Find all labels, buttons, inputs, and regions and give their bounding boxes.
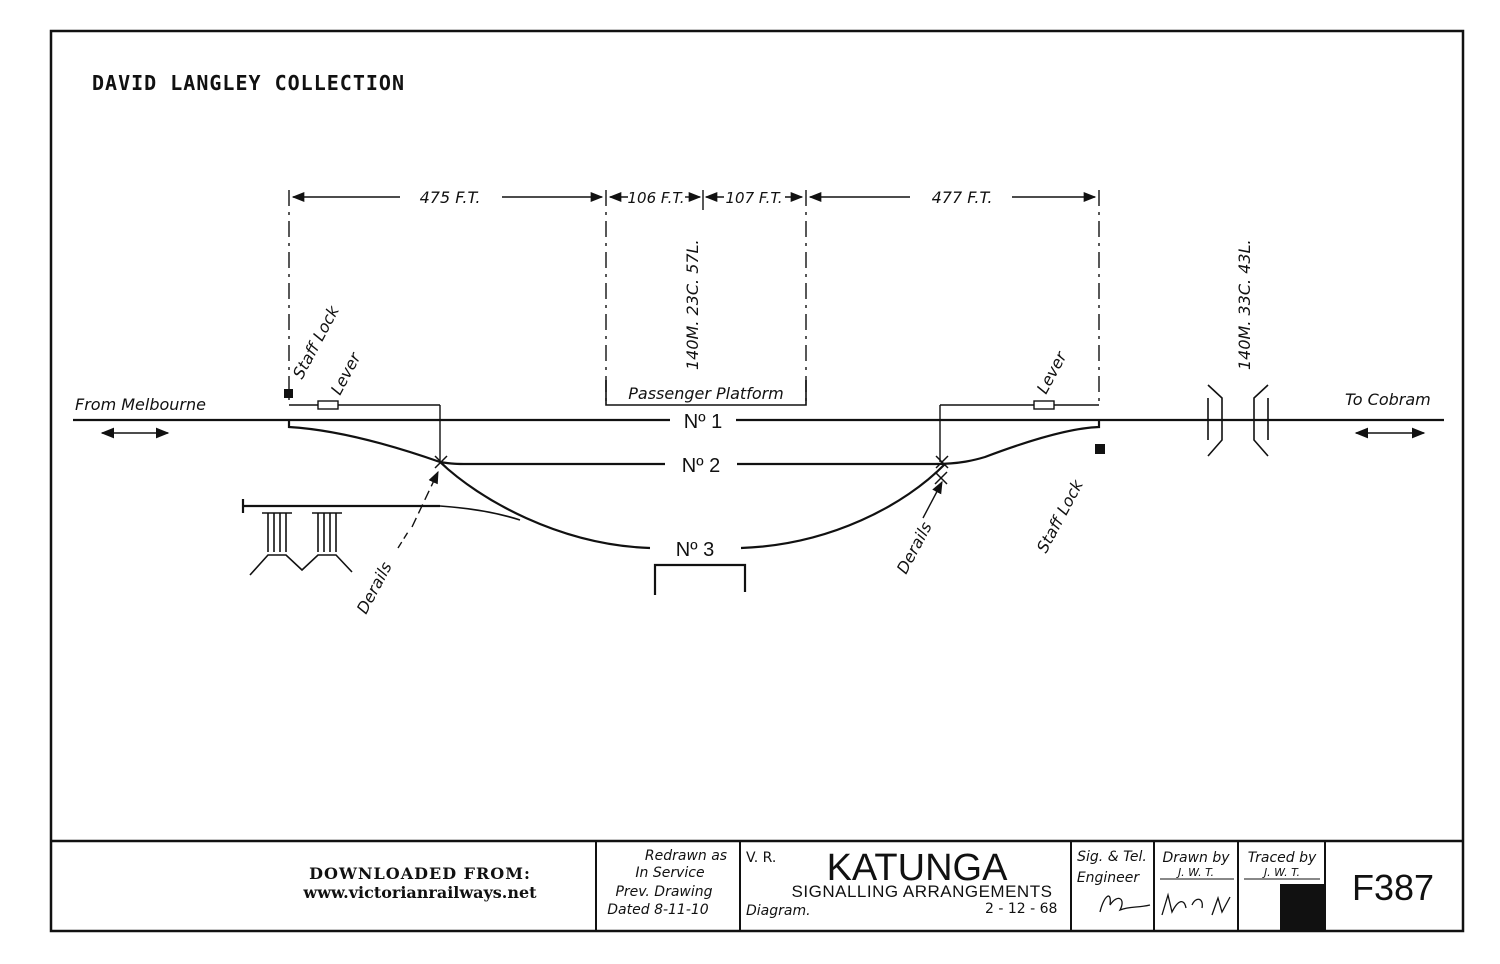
redrawn-line-1: Redrawn as (645, 848, 727, 864)
railway-initials: V. R. (746, 850, 776, 866)
derails-east-label: Derails (893, 519, 936, 577)
station-name: KATUNGA (827, 847, 1009, 889)
engineer-line-2: Engineer (1077, 870, 1141, 886)
lever-rodding (289, 400, 1099, 462)
drawing-date: 2 - 12 - 68 (985, 901, 1057, 917)
diagram-word: Diagram. (746, 903, 811, 919)
derails-west-label: Derails (353, 559, 396, 617)
level-crossing-gates (1207, 384, 1269, 457)
dimension-lines (288, 190, 1100, 405)
staff-lock-east (1095, 444, 1105, 454)
to-cobram-label: To Cobram (1345, 390, 1431, 409)
downloaded-url: www.victorianrailways.net (302, 883, 537, 902)
drawing-number: F387 (1352, 867, 1434, 908)
road-no2: Nº 2 (682, 455, 720, 477)
lever-west-label: Lever (327, 348, 365, 398)
traced-by-initials: J. W. T. (1262, 866, 1300, 879)
platform-label: Passenger Platform (628, 384, 784, 403)
road-no1: Nº 1 (684, 411, 722, 433)
staff-lock-west (284, 389, 293, 398)
redrawn-line-3: Prev. Drawing (615, 884, 712, 900)
passenger-platform (605, 380, 807, 406)
drawing-subtitle: SIGNALLING ARRANGEMENTS (792, 882, 1053, 901)
from-melbourne-label: From Melbourne (75, 395, 206, 414)
dimension-left: 475 F.T. (420, 188, 481, 207)
traced-by-label: Traced by (1248, 850, 1317, 866)
drawn-by-signatures (1161, 892, 1231, 916)
drawing-border (49, 29, 1465, 933)
mileage-station: 140M. 23C. 57L. (683, 239, 702, 370)
title-block (51, 839, 1463, 931)
derails-leaders (397, 470, 943, 549)
traced-by-black-box (1280, 884, 1324, 930)
derails-marks (434, 455, 949, 485)
lever-east-label: Lever (1033, 347, 1071, 397)
redrawn-line-2: In Service (635, 865, 704, 881)
dimension-platform-right: 107 F.T. (725, 189, 782, 207)
staff-lock-west-label: Staff Lock (289, 302, 344, 382)
redrawn-line-4: Dated 8-11-10 (607, 902, 709, 918)
drawn-by-initials: J. W. T. (1176, 866, 1214, 879)
siding-buffer-stops (249, 512, 353, 576)
mileage-east: 140M. 33C. 43L. (1235, 239, 1254, 370)
drawn-by-label: Drawn by (1162, 850, 1230, 866)
dimension-right: 477 F.T. (932, 188, 993, 207)
engineer-signature (1099, 895, 1151, 913)
road-no3: Nº 3 (676, 539, 714, 561)
engineer-line-1: Sig. & Tel. (1077, 849, 1147, 865)
staff-lock-east-label: Staff Lock (1033, 476, 1088, 556)
dimension-platform-left: 106 F.T. (627, 189, 684, 207)
downloaded-heading: DOWNLOADED FROM: (309, 864, 531, 883)
collection-label: DAVID LANGLEY COLLECTION (92, 71, 405, 95)
track-work (73, 418, 1444, 595)
